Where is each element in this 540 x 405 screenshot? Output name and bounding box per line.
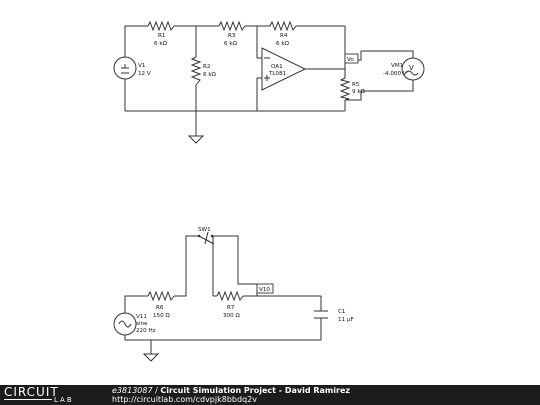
logo-wordmark-bottom: LAB (54, 396, 74, 404)
r3-name: R3 (228, 33, 236, 39)
opamp-oa1[interactable] (261, 47, 307, 91)
dc-voltage-source-v1[interactable] (113, 56, 137, 80)
r3-value: 6 kΩ (224, 41, 238, 47)
resistor-r6[interactable] (147, 290, 175, 302)
v11-freq: 220 Hz (136, 328, 156, 334)
r5-name: R5 (352, 82, 360, 88)
r5-value: 9 kΩ (352, 89, 366, 95)
switch-sw1[interactable] (197, 231, 215, 245)
c1-name: C1 (338, 309, 346, 315)
circuitlab-logo[interactable]: CIRCUIT LAB (4, 385, 92, 404)
probe-v10[interactable]: V10 (256, 283, 274, 294)
vm1-reading: -4.000 V (383, 71, 407, 77)
r7-value: 300 Ω (223, 313, 240, 319)
probe-v10-label: V10 (259, 287, 270, 293)
voltmeter-glyph: V (409, 64, 414, 72)
r1-value: 6 kΩ (154, 41, 168, 47)
r6-name: R6 (156, 305, 164, 311)
vm1-name: VM1 (391, 63, 404, 69)
v1-value: 12 V (138, 71, 151, 77)
voltmeter-vm1[interactable]: V (401, 57, 425, 81)
r4-name: R4 (280, 33, 288, 39)
ground-symbol-2 (142, 353, 160, 362)
v1-name: V1 (138, 63, 146, 69)
resistor-r7[interactable] (216, 290, 244, 302)
resistor-r5[interactable] (339, 77, 351, 101)
schematic-url[interactable]: http://circuitlab.com/cdvpjk8bbdq2v (112, 395, 257, 404)
footer-bar: CIRCUIT LAB e3813087 / Circuit Simulatio… (0, 385, 540, 405)
r2-value: 6 kΩ (203, 72, 217, 78)
probe-vo-label: Vo (347, 57, 354, 63)
resistor-r4[interactable] (269, 20, 297, 32)
v11-name: V11 (136, 314, 147, 320)
v11-type: sine (136, 321, 148, 327)
r6-value: 150 Ω (153, 313, 170, 319)
schematic-id: e3813087 (112, 386, 153, 395)
circuit-2: SW1 R6 150 Ω R7 300 Ω C1 11 µF V11 sine … (113, 227, 354, 362)
r4-value: 6 kΩ (276, 41, 290, 47)
oa1-name: OA1 (271, 64, 283, 70)
c1-value: 11 µF (338, 317, 354, 323)
circuit-1: R1 6 kΩ R3 6 kΩ R4 6 kΩ R2 6 kΩ R5 9 kΩ (113, 20, 425, 144)
footer-title-line: e3813087 / Circuit Simulation Project - … (112, 386, 350, 395)
capacitor-c1[interactable] (314, 310, 328, 319)
ac-voltage-source-v11[interactable] (113, 312, 137, 336)
r2-name: R2 (203, 64, 210, 70)
ground-symbol-1 (187, 135, 205, 144)
logo-wordmark-top: CIRCUIT (4, 385, 59, 399)
resistor-r3[interactable] (218, 20, 246, 32)
title-separator: / (155, 386, 158, 395)
oa1-part: TL081 (268, 71, 287, 77)
resistor-r1[interactable] (147, 20, 175, 32)
resistor-r2[interactable] (190, 56, 202, 86)
probe-vo[interactable]: Vo (344, 53, 359, 64)
r1-name: R1 (158, 33, 166, 39)
logo-rule (4, 399, 52, 400)
schematic-canvas[interactable]: R1 6 kΩ R3 6 kΩ R4 6 kΩ R2 6 kΩ R5 9 kΩ (0, 0, 540, 385)
r7-name: R7 (227, 305, 235, 311)
schematic-title: Circuit Simulation Project - David Ramir… (160, 386, 351, 395)
sw1-name: SW1 (198, 227, 211, 233)
